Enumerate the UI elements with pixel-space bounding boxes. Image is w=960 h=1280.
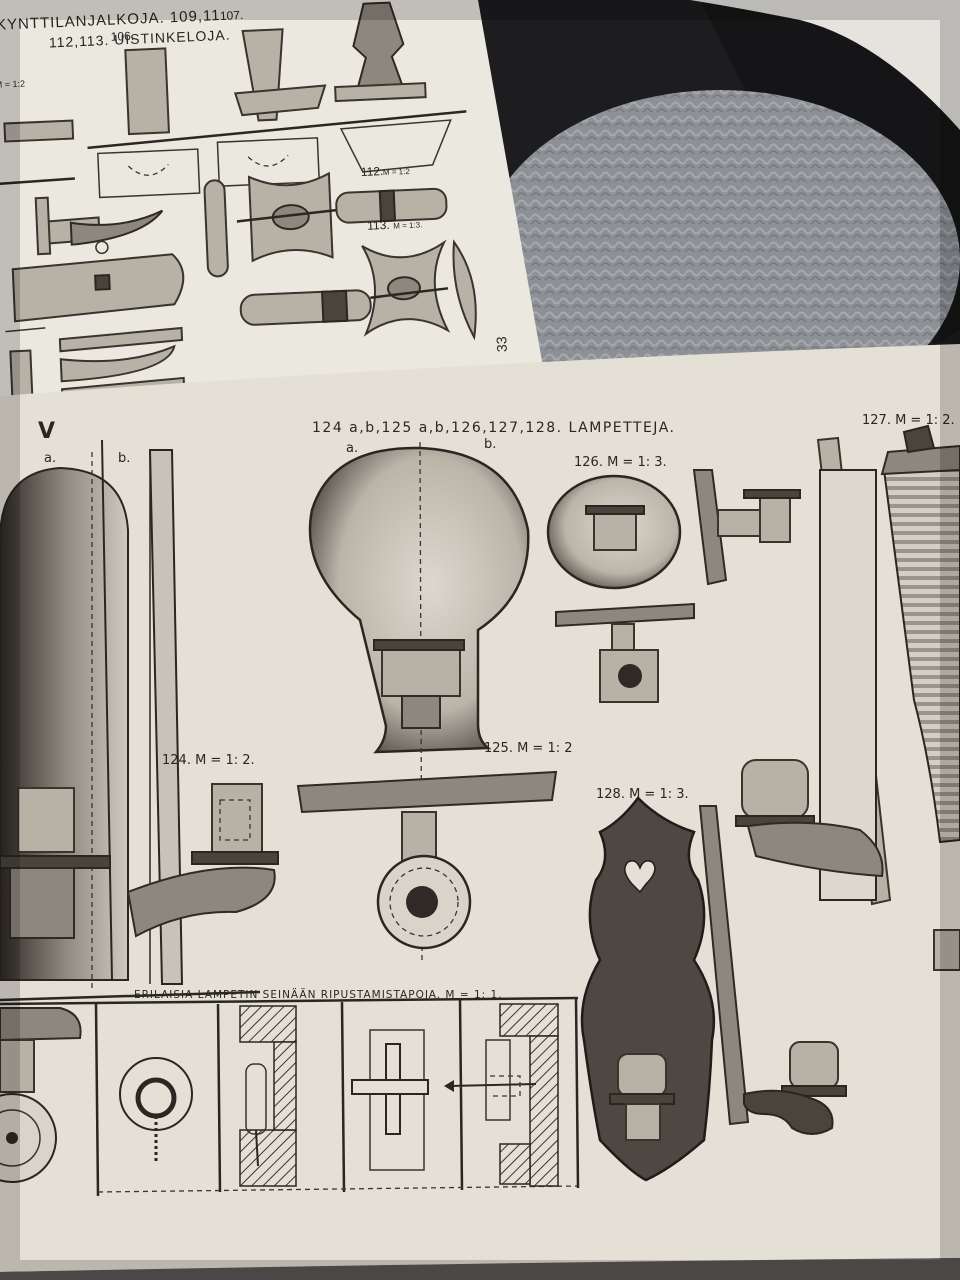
fig112-label: 112. (361, 164, 384, 179)
mounting-caption: ERILAISIA LAMPETIN SEINÄÄN RIPUSTAMISTAP… (134, 988, 503, 1001)
label-a-left: a. (44, 451, 56, 466)
figure-128: 128. M = 1: 3. (580, 787, 847, 1182)
top-page-number: 33 (493, 336, 510, 352)
fig112-scale: M = 1:2 (383, 167, 411, 177)
plate-number: V (38, 419, 55, 444)
figure-126: 126. M = 1: 3. (546, 455, 801, 703)
bottom-sheet: V 124 a,b,125 a,b,126,127,128. LAMPETTEJ… (0, 344, 960, 1280)
label-b-left: b. (118, 451, 130, 466)
fig106-label: 106. (110, 29, 134, 44)
woven-placemat (480, 90, 960, 430)
mounting-methods: ERILAISIA LAMPETIN SEINÄÄN RIPUSTAMISTAP… (0, 988, 580, 1197)
fig113-scale: M = 1:3. (393, 220, 422, 230)
fig124-label: 124. M = 1: 2. (162, 753, 255, 768)
scale-label-1: M = 1:2 (0, 79, 25, 90)
top-sheet: KYNTTILANJALKOJA. 109,11 112,113. UISTIN… (0, 0, 545, 412)
fig126-label: 126. M = 1: 3. (574, 455, 667, 470)
fig113-label: 113. (367, 218, 390, 233)
candlestick-drawings: 106. 107. M = 1:2 (0, 1, 467, 199)
fig127-label: 127. M = 1: 2. (862, 413, 955, 428)
fig128-label: 128. M = 1: 3. (596, 787, 689, 802)
figure-125: a. b. 125. M = 1: 2 (296, 437, 573, 961)
reel-drawings: 112. M = 1:2 113. M = 1:3. 33 (11, 164, 510, 352)
top-heading-line2: 112,113. UISTINKELOJA. (49, 27, 231, 51)
label-a-mid: a. (346, 441, 358, 456)
figure-124: a. b. 124. M = 1: 2. (0, 439, 279, 1002)
figure-127: 127. M = 1: 2. (735, 413, 960, 971)
fig125-label: 125. M = 1: 2 (484, 741, 573, 756)
label-b-mid: b. (484, 437, 496, 452)
fig107-label: 107. (220, 8, 244, 23)
plate-title: 124 a,b,125 a,b,126,127,128. LAMPETTEJA. (312, 420, 675, 436)
